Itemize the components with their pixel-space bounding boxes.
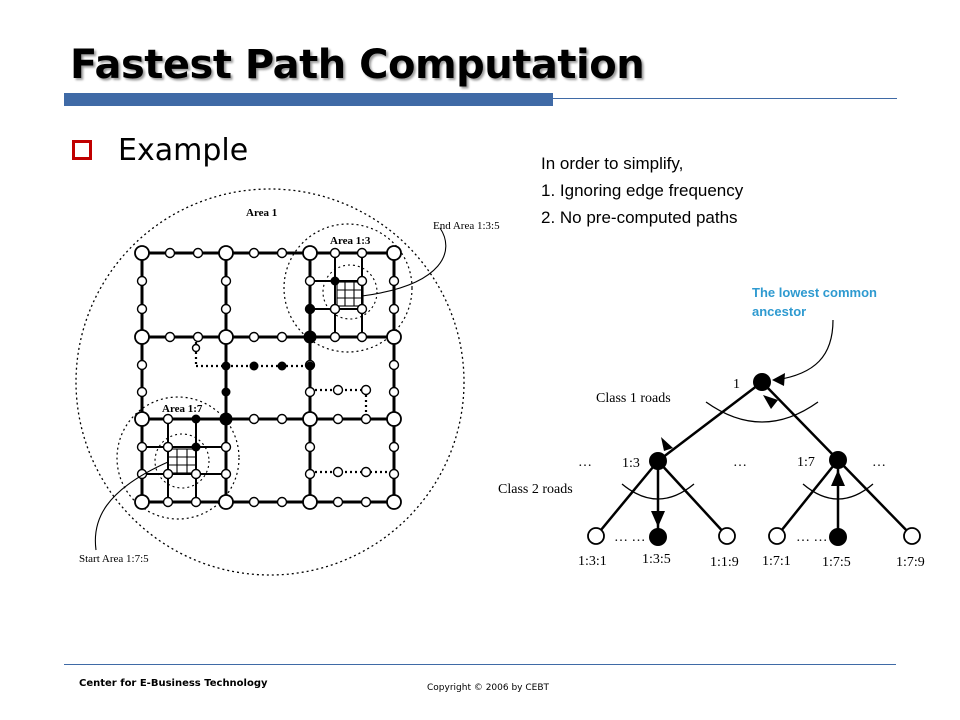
down-arrow-icon (651, 511, 665, 527)
tree-label-1-3: 1:3 (622, 456, 640, 471)
start-subarea-boundary (154, 433, 210, 489)
road-network-map: Area 1 Area 1:3 Area 1:7 End Area 1:3:5 … (75, 188, 500, 576)
class-1-road-grid (140, 251, 396, 504)
title-underline-bar (64, 93, 553, 106)
start-area-label: Start Area 1:7:5 (79, 553, 149, 565)
end-fine-grid (336, 281, 364, 307)
start-area-leader-line (94, 461, 169, 551)
end-area-leader-line (361, 227, 447, 297)
tree-leaf-1-7-1 (768, 527, 786, 545)
ellipsis-leaf-left: … … (614, 530, 646, 545)
area-1-boundary (75, 188, 465, 576)
class-2-roads-label: Class 2 roads (498, 482, 573, 497)
tree-label-1-7-9: 1:7:9 (896, 555, 925, 570)
lca-callout-line-2: ancestor (752, 304, 806, 319)
end-subarea-boundary (322, 264, 378, 320)
area-1-7-boundary (116, 396, 240, 520)
tree-label-1-7-1: 1:7:1 (762, 554, 791, 569)
note-line-2: 1. Ignoring edge frequency (541, 181, 744, 200)
ellipsis-left: … (578, 455, 592, 470)
class-2-arc-right (802, 483, 874, 500)
start-fine-grid (167, 448, 197, 474)
note-line-1: In order to simplify, (541, 154, 684, 173)
tree-nodes (587, 373, 921, 546)
up-arrow-1-7-icon (831, 470, 845, 486)
class-1-roads-label: Class 1 roads (596, 391, 671, 406)
lca-callout-arrow (775, 319, 834, 381)
tree-label-1-3-1: 1:3:1 (578, 554, 607, 569)
tree-node-root (753, 373, 771, 391)
lca-callout-line-1: The lowest common (752, 285, 877, 300)
tree-leaf-1-7-9 (903, 527, 921, 545)
road-class-tree: The lowest common ancestor (498, 285, 925, 570)
up-arrow-root-icon (763, 395, 778, 409)
lca-arrowhead-icon (772, 373, 785, 386)
tree-label-root: 1 (733, 377, 740, 392)
tree-label-1-7-5: 1:7:5 (822, 555, 851, 570)
slide-title: Fastest Path Computation (70, 42, 645, 88)
path-nodes (191, 276, 340, 452)
area-1-7-label: Area 1:7 (162, 403, 203, 415)
footer-organization: Center for E-Business Technology (79, 678, 268, 689)
tree-node-1-3 (649, 452, 667, 470)
major-intersections (134, 245, 402, 510)
tree-leaf-1-3-1 (587, 527, 605, 545)
tree-leaf-1-3-5 (649, 528, 667, 546)
end-area-label: End Area 1:3:5 (433, 220, 500, 232)
minor-intersections (136, 247, 400, 508)
square-bullet-icon (72, 140, 92, 160)
lca-callout-label: The lowest common ancestor (752, 285, 881, 319)
class-1-arc (705, 401, 819, 423)
tree-leaf-1-7-5 (829, 528, 847, 546)
class-2-arc-left (621, 483, 695, 500)
ellipsis-right: … (872, 455, 886, 470)
footer-copyright: Copyright © 2006 by CEBT (427, 683, 550, 693)
ellipsis-middle: … (733, 455, 747, 470)
area-1-3-label: Area 1:3 (330, 235, 371, 247)
ellipsis-leaf-right: … … (796, 530, 828, 545)
tree-label-1-1-9: 1:1:9 (710, 555, 739, 570)
bullet-example-text: Example (118, 133, 249, 168)
area-1-3-subgrid (310, 253, 366, 337)
area-1-3-boundary (283, 223, 413, 353)
area-1-label: Area 1 (246, 207, 277, 219)
tree-leaf-1-1-9 (718, 527, 736, 545)
footer-rule (64, 664, 896, 665)
tree-label-1-7: 1:7 (797, 455, 815, 470)
tree-edges (595, 381, 913, 537)
title-underline-rule (553, 98, 897, 99)
note-line-3: 2. No pre-computed paths (541, 208, 738, 227)
tree-label-1-3-5: 1:3:5 (642, 552, 671, 567)
up-left-arrow-icon (661, 437, 673, 451)
simplification-note: In order to simplify, 1. Ignoring edge f… (541, 150, 743, 231)
tree-node-1-7 (829, 451, 847, 469)
